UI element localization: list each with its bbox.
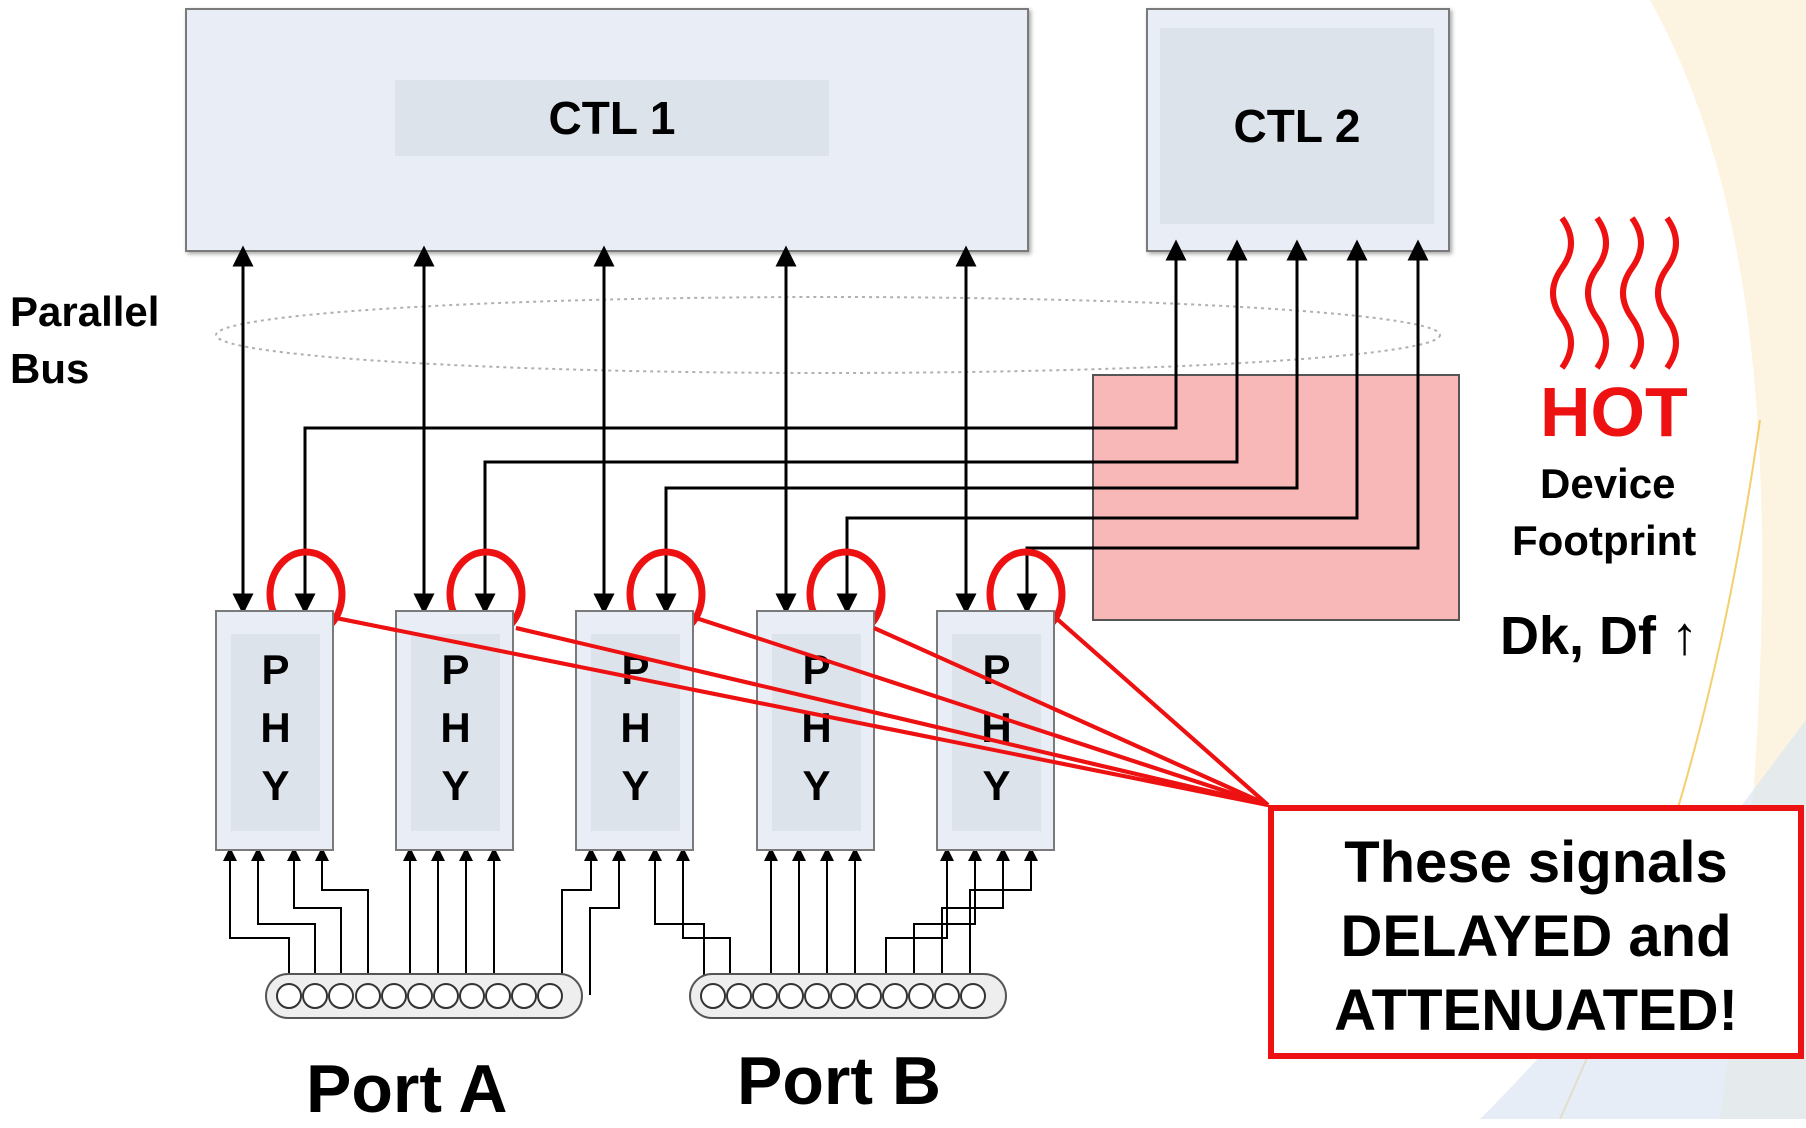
phy-letter: H bbox=[260, 704, 291, 751]
phy-block: P H Y bbox=[756, 610, 875, 851]
port-b-label: Port B bbox=[737, 1043, 941, 1119]
phy-letter: P bbox=[441, 646, 470, 693]
phy-letter: H bbox=[440, 704, 471, 751]
phy-block: P H Y bbox=[575, 610, 694, 851]
callout-line-1: These signals bbox=[1344, 830, 1728, 895]
phy-letter: Y bbox=[261, 762, 290, 809]
phy-letter: Y bbox=[621, 762, 650, 809]
phy-letter: H bbox=[981, 704, 1012, 751]
phy-block: P H Y bbox=[936, 610, 1055, 851]
dk-df-label: Dk, Df ↑ bbox=[1500, 606, 1699, 666]
parallel-bus-label-line2: Bus bbox=[10, 345, 90, 392]
callout-line-2: DELAYED and bbox=[1340, 904, 1732, 969]
port-b-connector bbox=[689, 973, 1007, 1019]
callout-line-3: ATTENUATED! bbox=[1334, 978, 1738, 1043]
delay-callout-box: These signals DELAYED and ATTENUATED! bbox=[1268, 805, 1804, 1059]
phy-letter: H bbox=[801, 704, 832, 751]
ctl2-label: CTL 2 bbox=[1160, 28, 1434, 224]
port-a-connector bbox=[265, 973, 583, 1019]
phy-letter: Y bbox=[441, 762, 470, 809]
heat-waves-icon bbox=[1550, 216, 1679, 370]
phy-letter: P bbox=[982, 646, 1011, 693]
phy-block: P H Y bbox=[215, 610, 334, 851]
port-a-label: Port A bbox=[306, 1051, 508, 1127]
ctl2-routed-lines bbox=[294, 239, 1429, 615]
phy-letter: P bbox=[261, 646, 290, 693]
phy-letter: P bbox=[621, 646, 650, 693]
parallel-bus-label-line1: Parallel bbox=[10, 288, 160, 335]
hot-title: HOT bbox=[1540, 373, 1688, 451]
parallel-bus-ellipse bbox=[215, 296, 1441, 374]
phy-block: P H Y bbox=[395, 610, 514, 851]
ctl1-label: CTL 1 bbox=[395, 80, 829, 156]
port-lines bbox=[223, 847, 1038, 995]
phy-letter: Y bbox=[802, 762, 831, 809]
hot-zone bbox=[1092, 374, 1460, 621]
phy-letter: P bbox=[802, 646, 831, 693]
hot-device-label: Device bbox=[1540, 460, 1676, 507]
hot-footprint-label: Footprint bbox=[1512, 517, 1697, 564]
phy-letter: Y bbox=[982, 762, 1011, 809]
phy-letter: H bbox=[620, 704, 651, 751]
